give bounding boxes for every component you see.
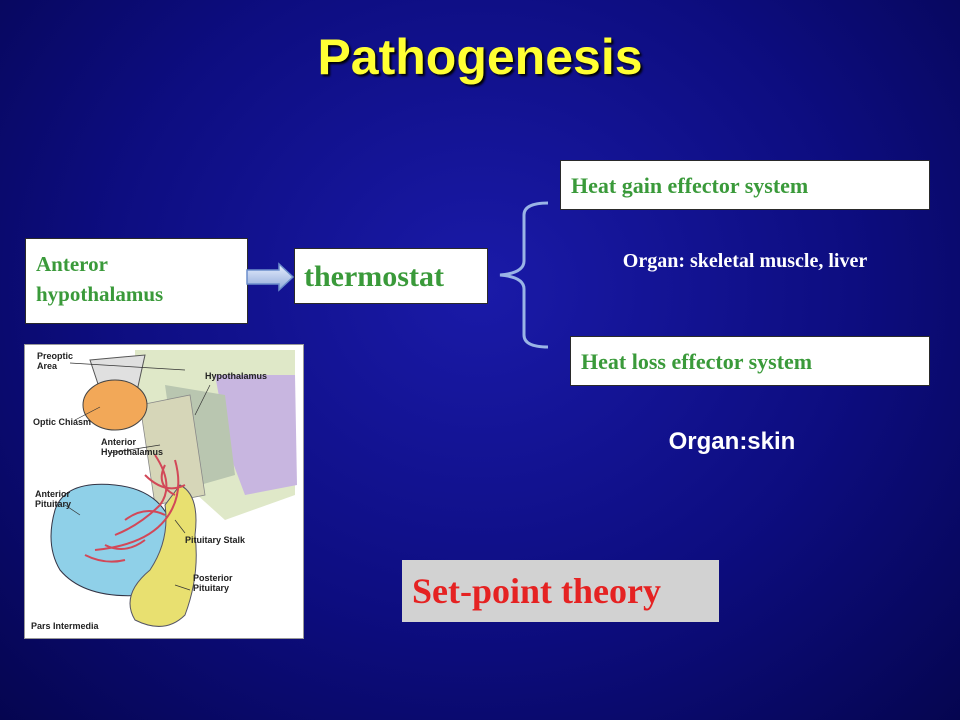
curly-bracket-icon <box>499 201 549 349</box>
label-anterior-pituitary-2: Pituitary <box>35 499 71 509</box>
thermostat-box: thermostat <box>294 248 488 304</box>
label-anterior-hypothalamus-2: Hypothalamus <box>101 447 163 457</box>
slide-title: Pathogenesis <box>317 29 643 85</box>
label-optic-chiasm: Optic Chiasm <box>33 417 91 427</box>
set-point-theory-box: Set-point theory <box>402 560 719 622</box>
label-preoptic-2: Area <box>37 361 58 371</box>
label-posterior-pituitary-2: Pituitary <box>193 583 229 593</box>
label-anterior-hypothalamus-1: Anterior <box>101 437 137 447</box>
organ-gain-text: Organ: skeletal muscle, liver <box>622 250 868 272</box>
anterior-hypothalamus-line2: hypothalamus <box>36 282 164 306</box>
heat-gain-box: Heat gain effector system <box>560 160 930 210</box>
optic-chiasm-shape <box>82 379 148 431</box>
region-purple <box>215 375 297 495</box>
posterior-pituitary-shape <box>129 484 197 627</box>
label-pituitary-stalk: Pituitary Stalk <box>185 535 246 545</box>
region-gray <box>139 394 206 506</box>
right-arrow-icon <box>246 262 295 292</box>
leader-lines <box>64 362 211 591</box>
label-preoptic-1: Preoptic <box>37 351 73 361</box>
anterior-hypothalamus-line1: Anteror <box>36 252 108 276</box>
organ-loss-text: Organ:skin <box>668 428 796 455</box>
label-posterior-pituitary-1: Posterior <box>193 573 233 583</box>
label-hypothalamus: Hypothalamus <box>205 371 267 381</box>
label-anterior-pituitary-1: Anterior <box>35 489 71 499</box>
label-pars-intermedia: Pars Intermedia <box>31 621 100 631</box>
portal-vessels <box>84 454 186 563</box>
heat-loss-box: Heat loss effector system <box>570 336 930 386</box>
anterior-hypothalamus-box: Anteror hypothalamus <box>25 238 248 324</box>
